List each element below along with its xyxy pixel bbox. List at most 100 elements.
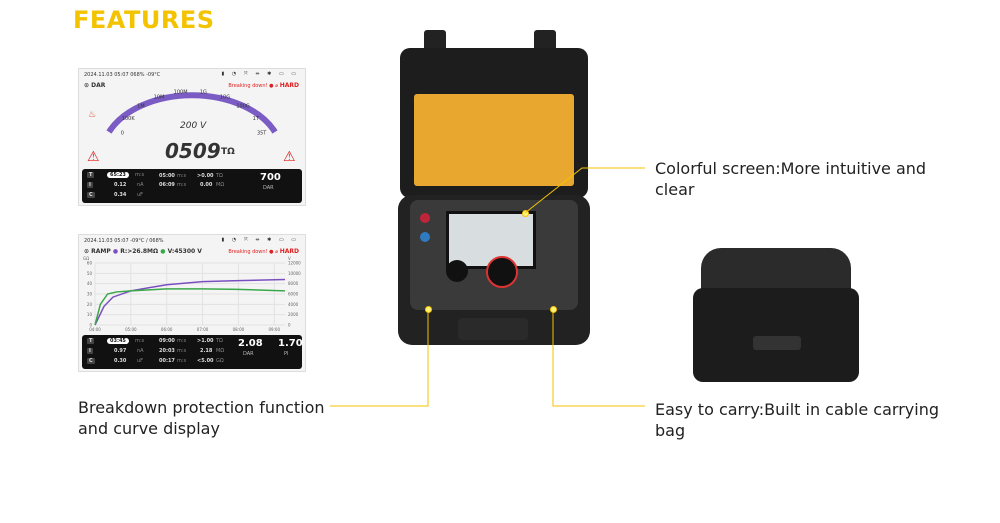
unit: TΩ — [216, 173, 223, 179]
gauge-tick-label: 100M — [174, 90, 188, 96]
time-value: 65:23 — [107, 172, 129, 178]
y-axis-label: GΩ — [83, 256, 89, 261]
breakdown-warning: Breaking down! ● ⌀ HARD — [228, 82, 299, 89]
y2-tick-label: 12000 — [288, 261, 301, 266]
gauge-arc — [106, 92, 278, 134]
unit: GΩ — [216, 358, 224, 364]
dar-label: DAR — [243, 351, 254, 357]
warning-triangle-icon: ⚠ — [87, 149, 100, 165]
time-1: 09:00 — [159, 338, 175, 344]
warning-text: Breaking down! — [228, 249, 268, 255]
unit: nA — [137, 182, 144, 188]
dar-screen-preview: 2024.11.03 05:07 068% -09°C ▮ ◔ ⤧ ⇹ ✱ ▭ … — [78, 68, 306, 206]
time-3: 00:17 — [159, 358, 175, 364]
unit: m:s — [135, 338, 145, 344]
mode-text: RAMP — [91, 248, 111, 255]
capacitance-value: 0.30 — [114, 358, 127, 364]
current-value: 0.12 — [114, 182, 127, 188]
y2-tick-label: 6000 — [288, 292, 299, 297]
pi-value: 1.70 — [278, 338, 303, 349]
resistance-1: >1.00 — [197, 338, 214, 344]
features-heading: FEATURES — [73, 6, 215, 34]
capacitance-value: 0.34 — [114, 192, 127, 198]
unit: m:s — [177, 338, 187, 344]
resistance-unit: TΩ — [221, 147, 235, 157]
tester-device-image — [398, 30, 590, 350]
resistance-reading: 0509 — [165, 139, 221, 163]
series-line-0 — [94, 278, 286, 326]
mode-label: ⊙ RAMP ● R:>26.8MΩ ● V:45300 V — [84, 248, 202, 255]
unit: MΩ — [216, 182, 225, 188]
pi-label: PI — [284, 351, 289, 357]
gauge-tick-label: 1M — [137, 104, 145, 110]
ramp-screen-preview: 2024.11.03 05:07 -09°C / 068% ▮ ◔ ⤧ ⇹ ✱ … — [78, 234, 306, 372]
unit: nA — [137, 348, 144, 354]
gauge-tick-label: 10M — [154, 94, 165, 100]
status-bar: 2024.11.03 05:07 068% -09°C — [84, 72, 161, 78]
dar-value: 2.08 — [238, 338, 263, 349]
measurement-panel: T I C 65:23 m:s 0.12 nA 0.34 uF 05:00 m:… — [82, 169, 302, 203]
measurement-panel: T I C 03:45 m:s 0.97 nA 0.30 uF 09:00 m:… — [82, 335, 303, 369]
voltage-readout: 200 V — [180, 121, 207, 131]
time-value: 03:45 — [107, 338, 129, 344]
resistance-3: <5.00 — [197, 358, 214, 364]
unit: m:s — [177, 358, 187, 364]
unit: MΩ — [216, 348, 225, 354]
y-tick-label: 20 — [87, 302, 93, 307]
resistance-2: 0.00 — [200, 182, 213, 188]
callout-screen: Colorful screen:More intuitive and clear — [655, 159, 927, 199]
x-tick-label: 09:00 — [268, 327, 280, 332]
y-tick-label: 60 — [87, 261, 93, 266]
y2-tick-label: 4000 — [288, 302, 299, 307]
y-tick-label: 40 — [87, 281, 93, 286]
y2-tick-label: 2000 — [288, 312, 299, 317]
x-tick-label: 07:00 — [197, 327, 209, 332]
y2-tick-label: 10000 — [288, 271, 301, 276]
y-tick-label: 10 — [87, 312, 93, 317]
voltage-readout: V:45300 V — [167, 248, 202, 255]
x-tick-label: 06:00 — [161, 327, 173, 332]
resistance-2: 2.18 — [200, 348, 213, 354]
unit: m:s — [177, 182, 187, 188]
x-tick-label: 05:00 — [125, 327, 137, 332]
carrying-bag-image — [693, 248, 859, 382]
flame-icon: ♨ — [88, 110, 96, 120]
y-tick-label: 50 — [87, 271, 93, 276]
unit: m:s — [177, 348, 187, 354]
warning-tag: HARD — [279, 82, 299, 89]
warning-tag: HARD — [279, 248, 299, 255]
y2-tick-label: 0 — [288, 323, 291, 328]
unit: m:s — [177, 173, 187, 179]
instruction-panel — [414, 94, 574, 186]
x-tick-label: 04:00 — [89, 327, 101, 332]
y2-tick-label: 8000 — [288, 281, 299, 286]
gauge-tick-label: 0 — [121, 130, 124, 136]
x-tick-label: 08:00 — [233, 327, 245, 332]
status-icons: ▮ ◔ ⤧ ⇹ ✱ ▭ ▭ — [221, 237, 299, 243]
time-2: 06:09 — [159, 182, 175, 188]
unit: uF — [137, 192, 144, 198]
ramp-chart: 0 0 10 2000 20 4000 30 6000 40 8000 50 10000 60 12000… — [83, 256, 301, 332]
callout-carry: Easy to carry:Built in cable carrying ba… — [655, 400, 939, 440]
gauge-tick-label: 100G — [236, 104, 250, 110]
resistance-1: >0.00 — [197, 173, 214, 179]
warning-triangle-icon: ⚠ — [283, 149, 296, 165]
callout-breakdown: Breakdown protection function and curve … — [78, 398, 325, 438]
current-value: 0.97 — [114, 348, 127, 354]
y-tick-label: 30 — [87, 292, 93, 297]
breakdown-warning: Breaking down! ● ⌀ HARD — [228, 248, 299, 255]
unit: TΩ — [216, 338, 223, 344]
dar-label: DAR — [263, 185, 274, 191]
dar-value: 700 — [260, 172, 281, 183]
unit: m:s — [135, 172, 145, 178]
y-tick-label: 0 — [89, 323, 92, 328]
time-2: 20:03 — [159, 348, 175, 354]
gauge-tick-label: 100K — [122, 116, 136, 122]
gauge-tick-label: 1T — [253, 116, 260, 122]
warning-text: Breaking down! — [228, 83, 268, 89]
mode-text: DAR — [91, 82, 106, 89]
gauge-tick-label: 1G — [200, 90, 207, 96]
status-icons: ▮ ◔ ⤧ ⇹ ✱ ▭ ▭ — [221, 71, 299, 77]
